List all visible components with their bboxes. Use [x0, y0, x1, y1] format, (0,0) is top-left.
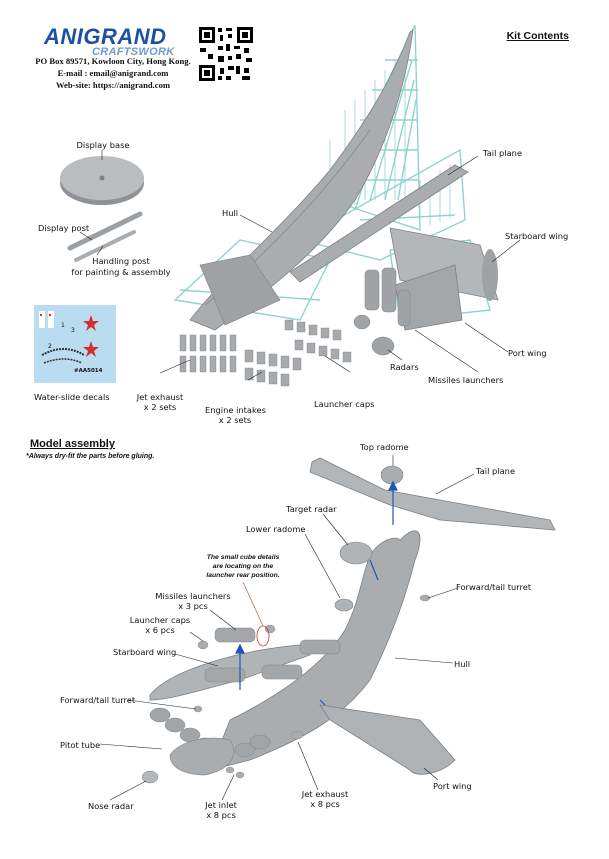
svg-text:1: 1	[61, 322, 65, 329]
decal-code: #AA5014	[74, 368, 103, 374]
asm-label-forward-tail-turret-right: Forward/tail turret	[456, 582, 532, 592]
model-assembly-title: Model assembly	[30, 438, 115, 450]
decal-sheet: 1 3 2 #AA5014	[34, 305, 116, 383]
dry-fit-note: *Always dry-fit the parts before gluing.	[26, 453, 155, 460]
email-text: E-mail : email@anigrand.com	[57, 68, 169, 78]
asm-label-pitot-tube: Pitot tube	[60, 740, 101, 750]
asm-label-starboard-wing: Starboard wing	[113, 647, 177, 657]
svg-text:2: 2	[48, 343, 52, 350]
label-port-wing: Port wing	[508, 348, 547, 358]
asm-label-launcher-caps: Launcher caps	[129, 615, 191, 625]
label-jet-exhaust-qty: x 2 sets	[143, 402, 177, 412]
label-missiles-launchers: Missiles launchers	[428, 375, 504, 385]
svg-text:3: 3	[71, 327, 75, 334]
label-water-slide-decals: Water-slide decals	[34, 392, 110, 402]
asm-label-port-wing: Port wing	[433, 781, 472, 791]
asm-label-forward-tail-turret-left: Forward/tail turret	[60, 695, 136, 705]
asm-label-jet-inlet: Jet inlet	[205, 800, 237, 810]
label-engine-intakes: Engine intakes	[205, 405, 266, 415]
asm-label-jet-exhaust-qty: x 8 pcs	[310, 799, 340, 809]
brand-subtitle: CRAFTSWORK	[92, 46, 175, 58]
label-engine-intakes-qty: x 2 sets	[218, 415, 252, 425]
label-hull: Hull	[222, 208, 239, 218]
asm-label-tail-plane: Tail plane	[476, 466, 516, 476]
label-handling-post: Handling post	[92, 256, 150, 266]
label-starboard-wing: Starboard wing	[505, 231, 569, 241]
kit-contents-title: Kit Contents	[506, 30, 569, 42]
asm-label-missiles-launchers: Missiles launchers	[155, 591, 231, 601]
callout-line-1: The small cube details	[206, 554, 280, 561]
label-handling-post-purpose: for painting & assembly	[71, 267, 171, 277]
label-display-base: Display base	[76, 140, 130, 150]
asm-label-launcher-caps-qty: x 6 pcs	[145, 625, 175, 635]
asm-label-jet-inlet-qty: x 8 pcs	[206, 810, 236, 820]
asm-label-missiles-launchers-qty: x 3 pcs	[178, 601, 208, 611]
label-radars: Radars	[390, 362, 419, 372]
asm-label-lower-radome: Lower radome	[246, 524, 306, 534]
label-display-post: Display post	[38, 223, 90, 233]
asm-label-hull: Hull	[454, 659, 471, 669]
label-jet-exhaust: Jet exhaust	[136, 392, 184, 402]
label-tail-plane: Tail plane	[483, 148, 523, 158]
website-link[interactable]: Web-site: https://anigrand.com	[55, 80, 171, 90]
qr-code-icon[interactable]	[198, 26, 254, 82]
asm-label-target-radar: Target radar	[286, 504, 337, 514]
brand-logo: ANIGRAND CRAFTSWORK	[44, 24, 194, 58]
address-text: PO Box 89571, Kowloon City, Hong Kong.	[35, 56, 191, 66]
cube-detail-callout: The small cube details are locating on t…	[178, 553, 308, 580]
label-launcher-caps: Launcher caps	[314, 399, 375, 409]
asm-label-top-radome: Top radome	[360, 442, 409, 452]
callout-line-3: launcher rear position.	[206, 572, 280, 579]
asm-label-jet-exhaust: Jet exhaust	[301, 789, 349, 799]
asm-label-nose-radar: Nose radar	[88, 801, 134, 811]
callout-line-2: are locating on the	[212, 563, 274, 570]
brand-name: ANIGRAND	[44, 24, 167, 49]
